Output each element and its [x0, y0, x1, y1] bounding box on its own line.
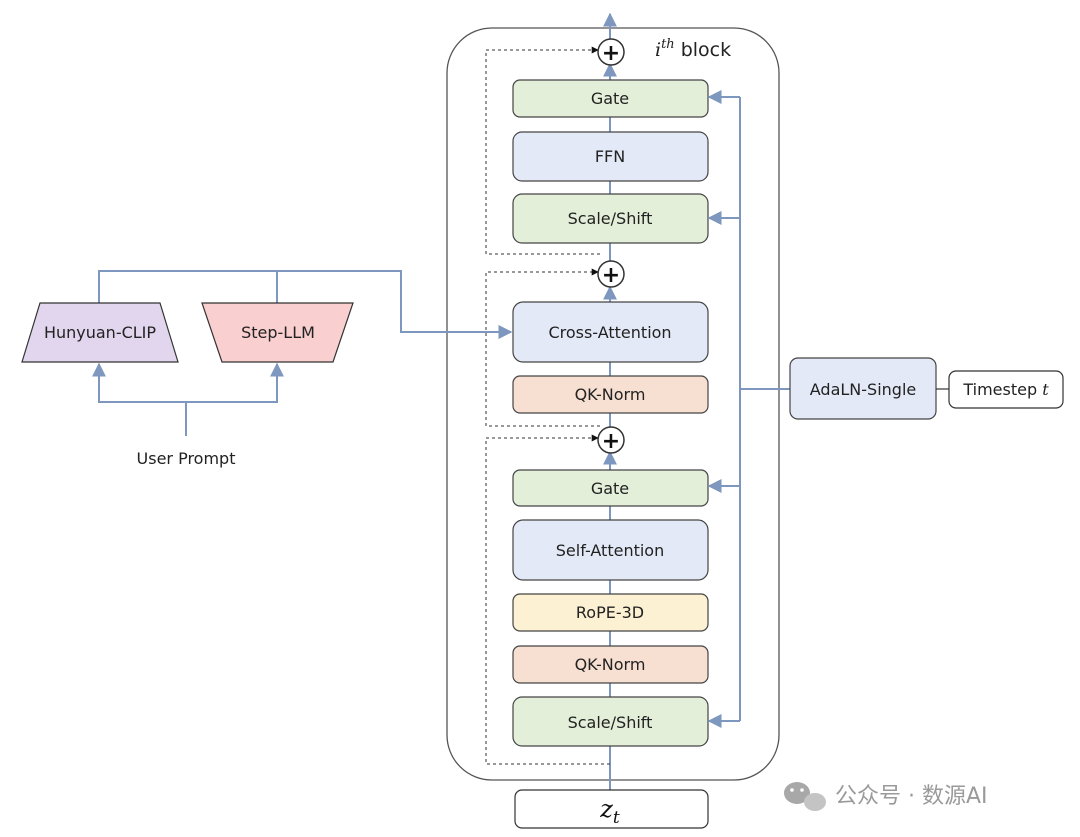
- scale-shift-bottom-box: Scale/Shift: [512, 696, 709, 747]
- text-encoder-routing: [92, 270, 513, 436]
- watermark-text: 公众号 · 数源AI: [835, 784, 988, 809]
- rope-3d-label: RoPE-3D: [576, 603, 644, 622]
- step-llm-label: Step-LLM: [241, 323, 315, 342]
- step-llm-encoder: Step-LLM: [201, 302, 354, 363]
- hunyuan-clip-encoder: Hunyuan-CLIP: [21, 302, 179, 363]
- qk-norm-cross-label: QK-Norm: [575, 385, 646, 404]
- user-prompt-label: User Prompt: [137, 449, 236, 468]
- scale-shift-top-label: Scale/Shift: [568, 209, 653, 228]
- wechat-icon: [784, 782, 826, 811]
- residual-add-bottom: +: [597, 426, 625, 454]
- rope-3d-box: RoPE-3D: [512, 593, 709, 632]
- residual-add-top: +: [597, 38, 625, 66]
- block-title-index: i: [655, 39, 661, 61]
- scale-shift-bottom-label: Scale/Shift: [568, 713, 653, 732]
- qk-norm-cross-box: QK-Norm: [512, 375, 709, 414]
- block-title-word: block: [681, 39, 731, 61]
- ffn-box: FFN: [512, 131, 709, 182]
- gate-top-label: Gate: [591, 89, 629, 108]
- qk-norm-self-box: QK-Norm: [512, 645, 709, 684]
- cross-attention-box: Cross-Attention: [512, 301, 709, 363]
- svg-text:+: +: [602, 429, 620, 454]
- block-title-superscript: th: [661, 37, 675, 52]
- gate-bottom-label: Gate: [591, 479, 629, 498]
- residual-connections: [485, 46, 610, 765]
- scale-shift-top-box: Scale/Shift: [512, 193, 709, 244]
- latent-input-label: zt: [599, 795, 620, 828]
- hunyuan-clip-label: Hunyuan-CLIP: [44, 323, 156, 342]
- adaln-routing: [707, 90, 790, 728]
- timestep-label: Timestep t: [962, 380, 1049, 399]
- adaln-single-label: AdaLN-Single: [810, 380, 916, 399]
- latent-input-box: zt: [514, 789, 709, 829]
- ffn-label: FFN: [595, 147, 625, 166]
- svg-text:+: +: [602, 263, 620, 288]
- residual-add-middle: +: [597, 260, 625, 288]
- self-attention-box: Self-Attention: [512, 519, 709, 581]
- qk-norm-self-label: QK-Norm: [575, 655, 646, 674]
- watermark: 公众号 · 数源AI: [784, 782, 988, 811]
- adaln-single-box: AdaLN-Single: [789, 357, 937, 420]
- gate-bottom-box: Gate: [512, 469, 709, 507]
- gate-top-box: Gate: [512, 79, 709, 118]
- cross-attention-label: Cross-Attention: [548, 323, 671, 342]
- svg-text:+: +: [602, 41, 620, 66]
- timestep-box: Timestep t: [948, 370, 1064, 409]
- self-attention-label: Self-Attention: [556, 541, 664, 560]
